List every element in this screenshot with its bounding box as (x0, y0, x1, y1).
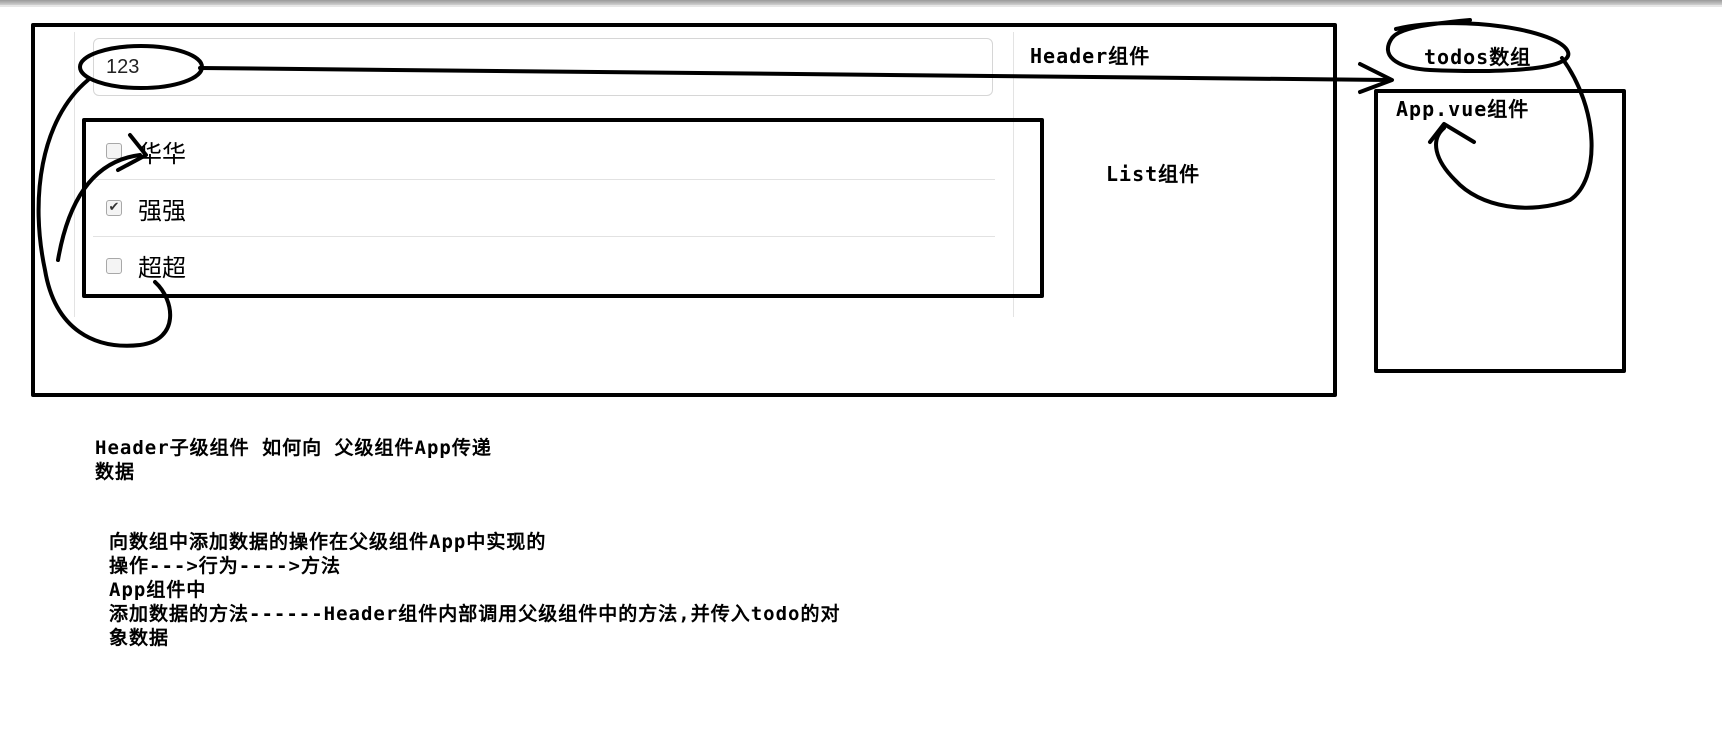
explanation-note: 向数组中添加数据的操作在父级组件App中实现的 操作--->行为---->方法 … (109, 530, 840, 650)
todo-checkbox[interactable]: ✔ (106, 200, 122, 216)
todos-array-label: todos数组 (1424, 45, 1532, 69)
question-note: Header子级组件 如何向 父级组件App传递 数据 (95, 436, 492, 484)
todo-label: 强强 (138, 196, 186, 225)
todo-list: 华华 ✔ 强强 超超 (93, 123, 995, 294)
question-line: 数据 (95, 461, 136, 483)
todo-label: 超超 (138, 254, 186, 282)
todos-to-app-loop (1434, 56, 1594, 210)
explanation-line: 添加数据的方法------Header组件内部调用父级组件中的方法,并传入tod… (109, 603, 841, 625)
explanation-line: 操作--->行为---->方法 (109, 555, 341, 577)
todo-checkbox[interactable] (106, 257, 122, 274)
explanation-line: 象数据 (109, 627, 170, 649)
list-component-label: List组件 (1106, 162, 1201, 186)
window-top-edge (0, 0, 1722, 5)
todo-checkbox[interactable] (106, 143, 122, 159)
window-top-shadow (0, 5, 1722, 7)
question-line: Header子级组件 如何向 父级组件App传递 (95, 437, 492, 459)
todo-label: 华华 (138, 139, 186, 168)
input-to-todos-arrowhead (1358, 62, 1394, 94)
app-component-box (1374, 89, 1626, 373)
app-component-label: App.vue组件 (1396, 97, 1530, 121)
explanation-line: App组件中 (109, 579, 207, 601)
explanation-line: 向数组中添加数据的操作在父级组件App中实现的 (109, 531, 547, 553)
todos-to-app-arrowhead (1428, 122, 1476, 144)
todo-item[interactable]: 华华 (93, 123, 995, 180)
todo-header-input[interactable] (93, 38, 993, 96)
todo-item[interactable]: ✔ 强强 (93, 180, 995, 237)
todo-item[interactable]: 超超 (93, 237, 995, 294)
header-component-label: Header组件 (1030, 44, 1151, 68)
